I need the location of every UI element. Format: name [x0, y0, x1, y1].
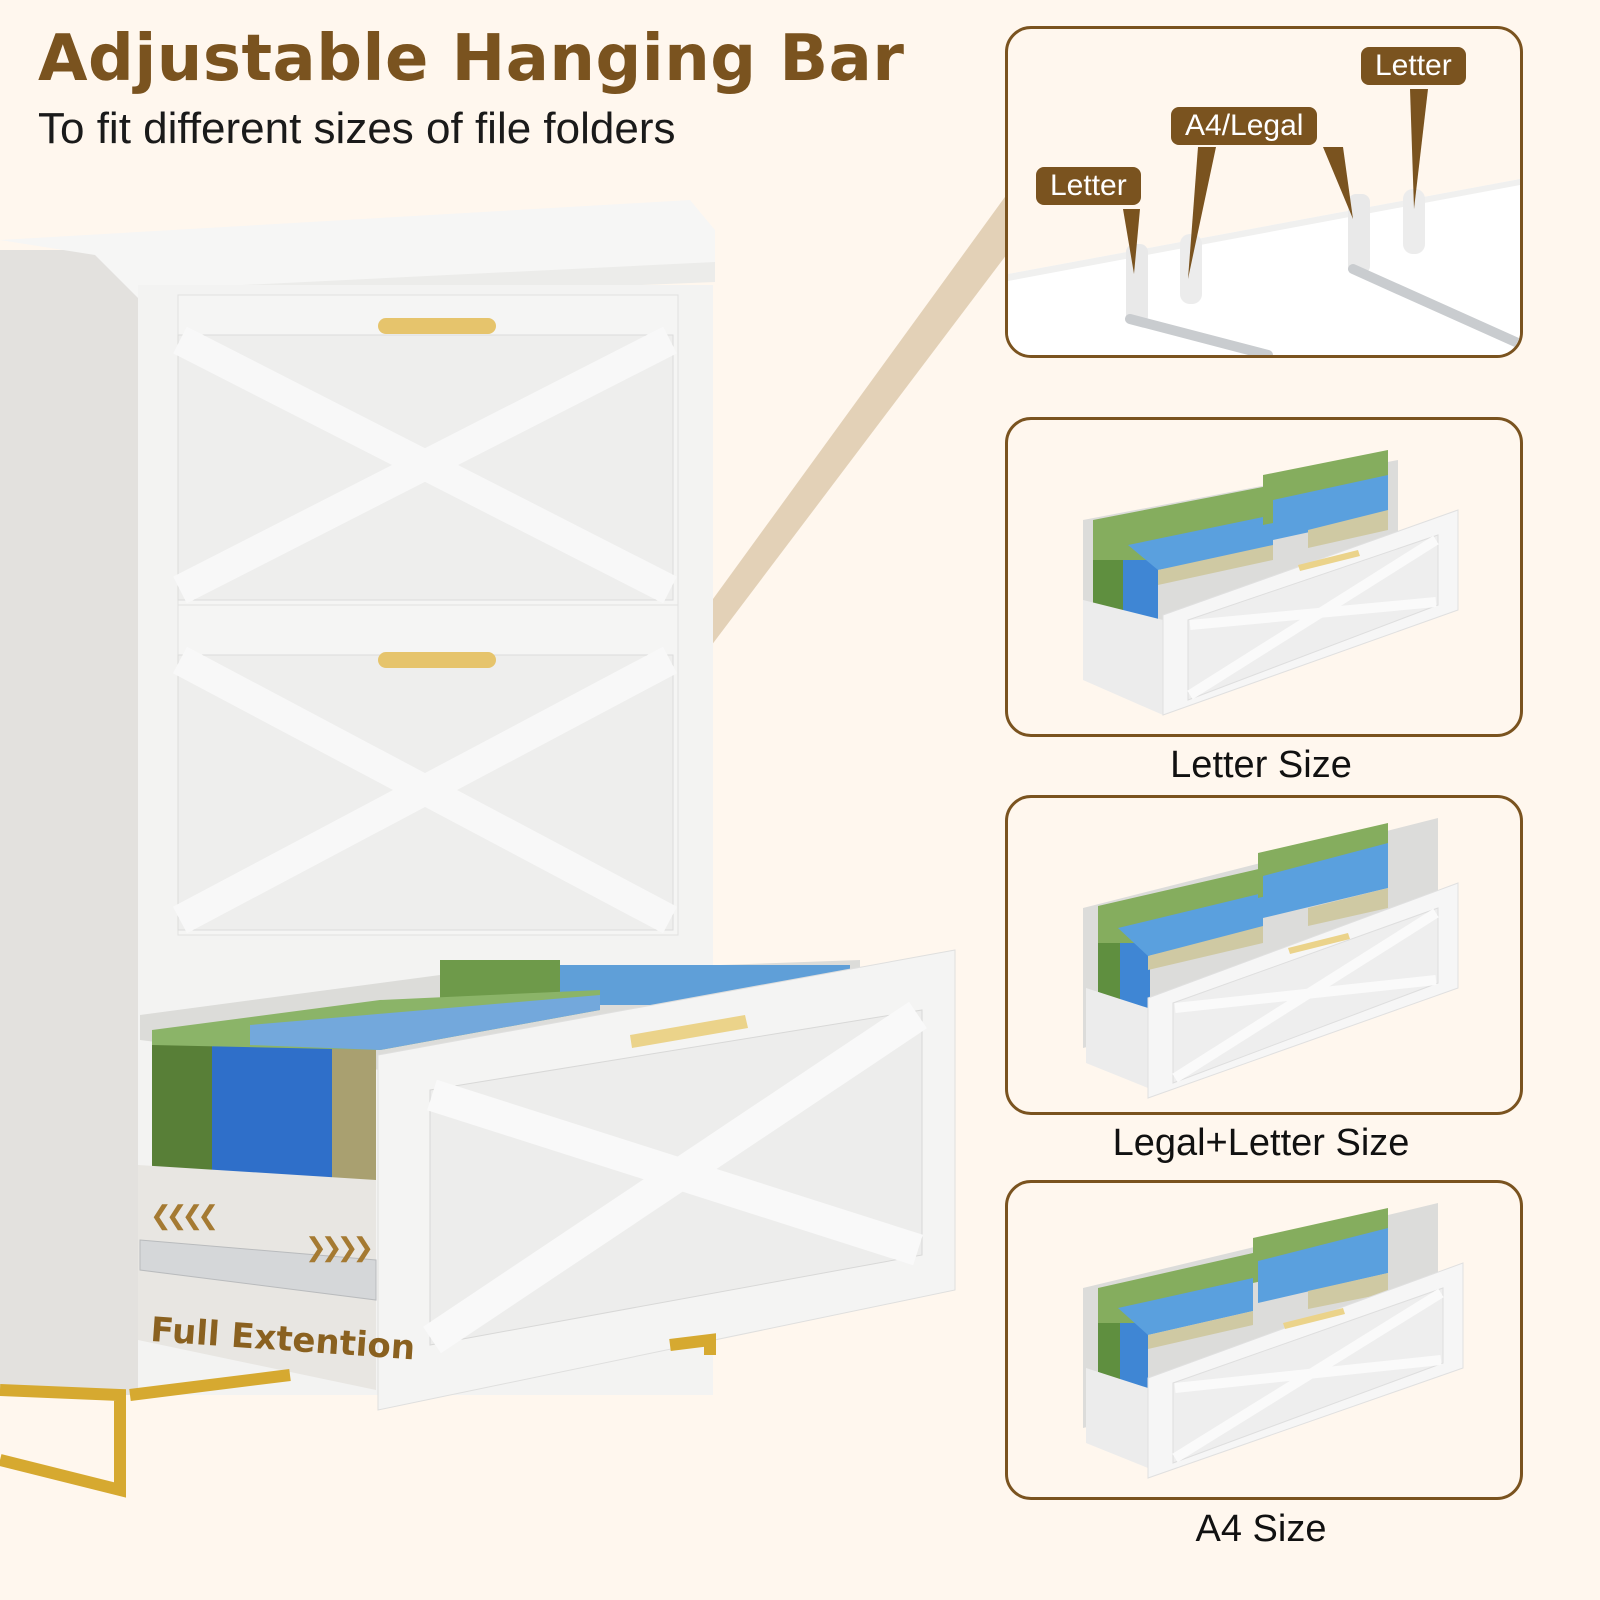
- option-caption-letter: Letter Size: [1170, 744, 1352, 786]
- option-panel-letter: [1005, 417, 1523, 737]
- option-caption-a4: A4 Size: [1195, 1508, 1327, 1550]
- drawer-bottom-front: [377, 949, 956, 1411]
- option-panel-a4: [1005, 1180, 1523, 1500]
- page-subtitle: To fit different sizes of file folders: [38, 104, 676, 153]
- drawer-open-interior: [138, 960, 860, 1390]
- arrows-right-icon: ❯❯❯❯: [305, 1232, 374, 1262]
- arrows-left-icon: ❮❮❮❮: [150, 1200, 219, 1230]
- drawer-handle: [378, 318, 496, 334]
- hanging-bar-illustration: [1008, 89, 1520, 355]
- drawer-middle: [172, 604, 679, 936]
- page-title: Adjustable Hanging Bar: [38, 22, 905, 96]
- cabinet-side-panel: [0, 250, 140, 1395]
- drawer-top: [173, 294, 679, 606]
- hanging-bar-detail-panel: Letter A4/Legal Letter: [1005, 26, 1523, 358]
- drawer-handle: [630, 1015, 748, 1048]
- option-panel-legal-letter: [1005, 795, 1523, 1115]
- option-caption-legal-letter: Legal+Letter Size: [1112, 1122, 1410, 1164]
- slot-tag-a4-legal: A4/Legal: [1171, 107, 1318, 145]
- slot-tag-letter-right: Letter: [1361, 47, 1466, 85]
- slot-tag-letter-left: Letter: [1036, 167, 1141, 205]
- drawer-slide-rail: [139, 1239, 377, 1301]
- cabinet-legs: [0, 1333, 716, 1498]
- drawer-legal-letter-illustration: [1083, 818, 1459, 1099]
- drawer-a4-illustration: [1083, 1203, 1464, 1479]
- drawer-handle: [378, 652, 496, 668]
- drawer-letter-illustration: [1083, 450, 1459, 716]
